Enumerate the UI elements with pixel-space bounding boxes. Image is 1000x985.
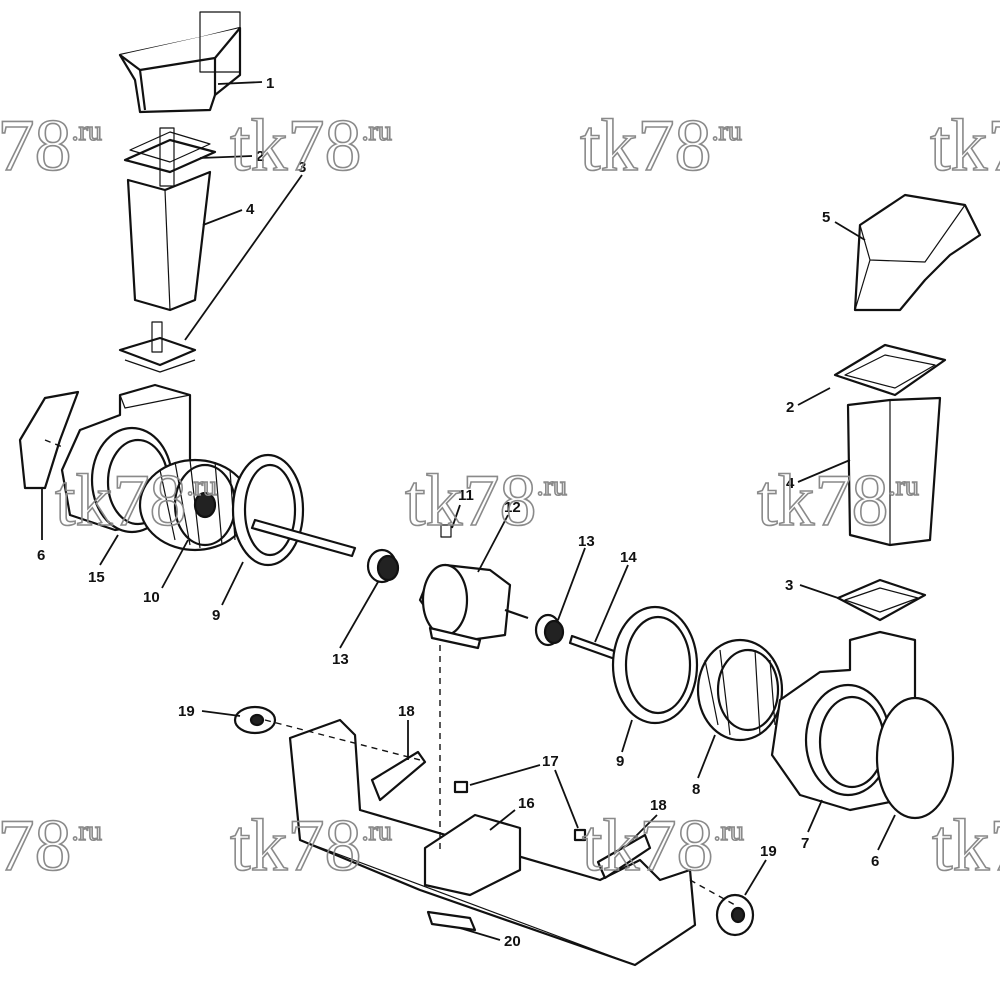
- callout-4b: 4: [786, 475, 795, 492]
- clamp-2-top: [123, 127, 217, 187]
- pulley-13-right: [534, 613, 565, 647]
- clamp-3-left: [118, 321, 197, 373]
- watermark: tk78.ru: [405, 460, 567, 542]
- mount-19-left: [233, 705, 277, 735]
- callout-6a: 6: [37, 547, 45, 564]
- callout-13b: 13: [578, 533, 595, 550]
- gasket-ring-9-left: [231, 453, 305, 567]
- watermark: tk78.ru: [0, 805, 102, 887]
- watermark: tk78.ru: [55, 460, 217, 542]
- base-frame: [288, 718, 697, 967]
- cover-plate-6-right: [875, 696, 955, 820]
- blower-wheel-10: [138, 458, 252, 552]
- watermark: tk78.ru: [582, 805, 744, 887]
- watermark: tk78.ru: [230, 105, 392, 187]
- callout-19a: 19: [178, 703, 195, 720]
- watermark: tk78.ru: [0, 105, 102, 187]
- shaft-left: [250, 518, 357, 558]
- callout-17: 17: [542, 753, 559, 770]
- mount-19-right: [715, 893, 755, 937]
- clamp-3-right: [836, 578, 927, 622]
- callout-4a: 4: [246, 201, 255, 218]
- plate-20: [426, 910, 477, 932]
- fasteners-17: [453, 780, 587, 842]
- callout-9b: 9: [616, 753, 624, 770]
- watermark: tk78.ru: [757, 460, 919, 542]
- callout-1: 1: [266, 75, 274, 92]
- duct-elbow-5: [853, 193, 982, 312]
- callout-2b: 2: [786, 399, 794, 416]
- leader-lines: [41, 81, 896, 941]
- callout-20: 20: [504, 933, 521, 950]
- alignment-line-cover: [44, 439, 66, 449]
- duct-transition-4-right: [846, 396, 942, 547]
- bracket-18-left: [370, 750, 427, 802]
- callout-2a: 2: [256, 148, 264, 165]
- callout-12: 12: [504, 499, 521, 516]
- watermark: tk78: [932, 805, 1000, 887]
- callout-9a: 9: [212, 607, 220, 624]
- cover-plate-6-left: [18, 390, 80, 490]
- motor-12: [418, 524, 529, 650]
- callout-18b: 18: [650, 797, 667, 814]
- callout-13a: 13: [332, 651, 349, 668]
- clamp-2-right: [833, 343, 947, 397]
- pulley-13-left: [366, 548, 400, 584]
- gasket-ring-9-right: [611, 605, 699, 725]
- duct-transition-4-top: [126, 170, 212, 312]
- callout-3a: 3: [298, 159, 306, 176]
- callout-8: 8: [692, 781, 700, 798]
- callout-16: 16: [518, 795, 535, 812]
- watermark: tk78.ru: [580, 105, 742, 187]
- callout-3b: 3: [785, 577, 793, 594]
- alignment-line-right: [689, 879, 736, 906]
- callout-5: 5: [822, 209, 830, 226]
- callout-19b: 19: [760, 843, 777, 860]
- bracket-16: [423, 813, 522, 897]
- callout-6b: 6: [871, 853, 879, 870]
- callout-18a: 18: [398, 703, 415, 720]
- watermark: tk78.ru: [230, 805, 392, 887]
- watermarks: tk78.ru tk78.ru tk78.ru tk78 tk78.ru tk7…: [0, 104, 1000, 888]
- duct-elbow-1: [118, 11, 242, 114]
- alignment-line-left: [264, 719, 421, 761]
- watermark: tk78: [930, 105, 1000, 187]
- callout-11: 11: [458, 487, 474, 504]
- callout-7: 7: [801, 835, 809, 852]
- callout-labels: 1 2 3 4 5 2 4 3 6 15 10 9 11 12 13 13 14…: [37, 75, 879, 950]
- callout-15: 15: [88, 569, 105, 586]
- callout-14: 14: [620, 549, 637, 566]
- bracket-18-right: [596, 833, 652, 880]
- callout-10: 10: [143, 589, 160, 606]
- blower-wheel-8: [696, 638, 784, 742]
